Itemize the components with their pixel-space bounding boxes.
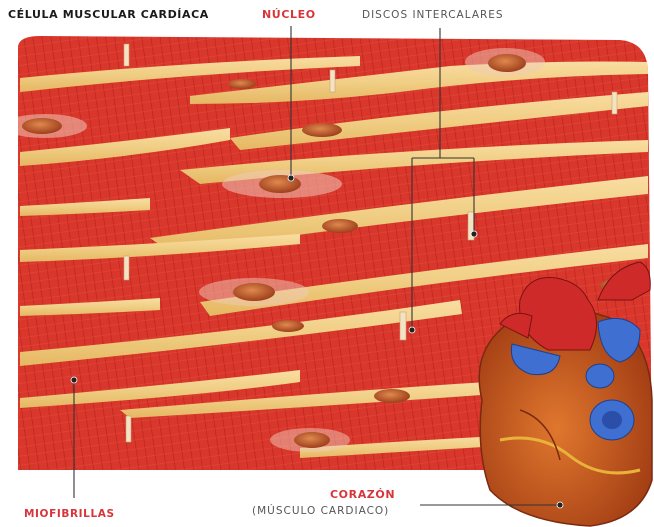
diagram-title: CÉLULA MUSCULAR CARDÍACA	[8, 8, 209, 21]
corazon-label: CORAZÓN	[330, 488, 395, 501]
discos-intercalares-label: DISCOS INTERCALARES	[362, 9, 504, 21]
miofibrillas-label: MIOFIBRILLAS	[24, 508, 115, 520]
nucleo-label: NÚCLEO	[262, 8, 316, 21]
musculo-cardiaco-label: (MÚSCULO CARDIACO)	[252, 505, 389, 517]
